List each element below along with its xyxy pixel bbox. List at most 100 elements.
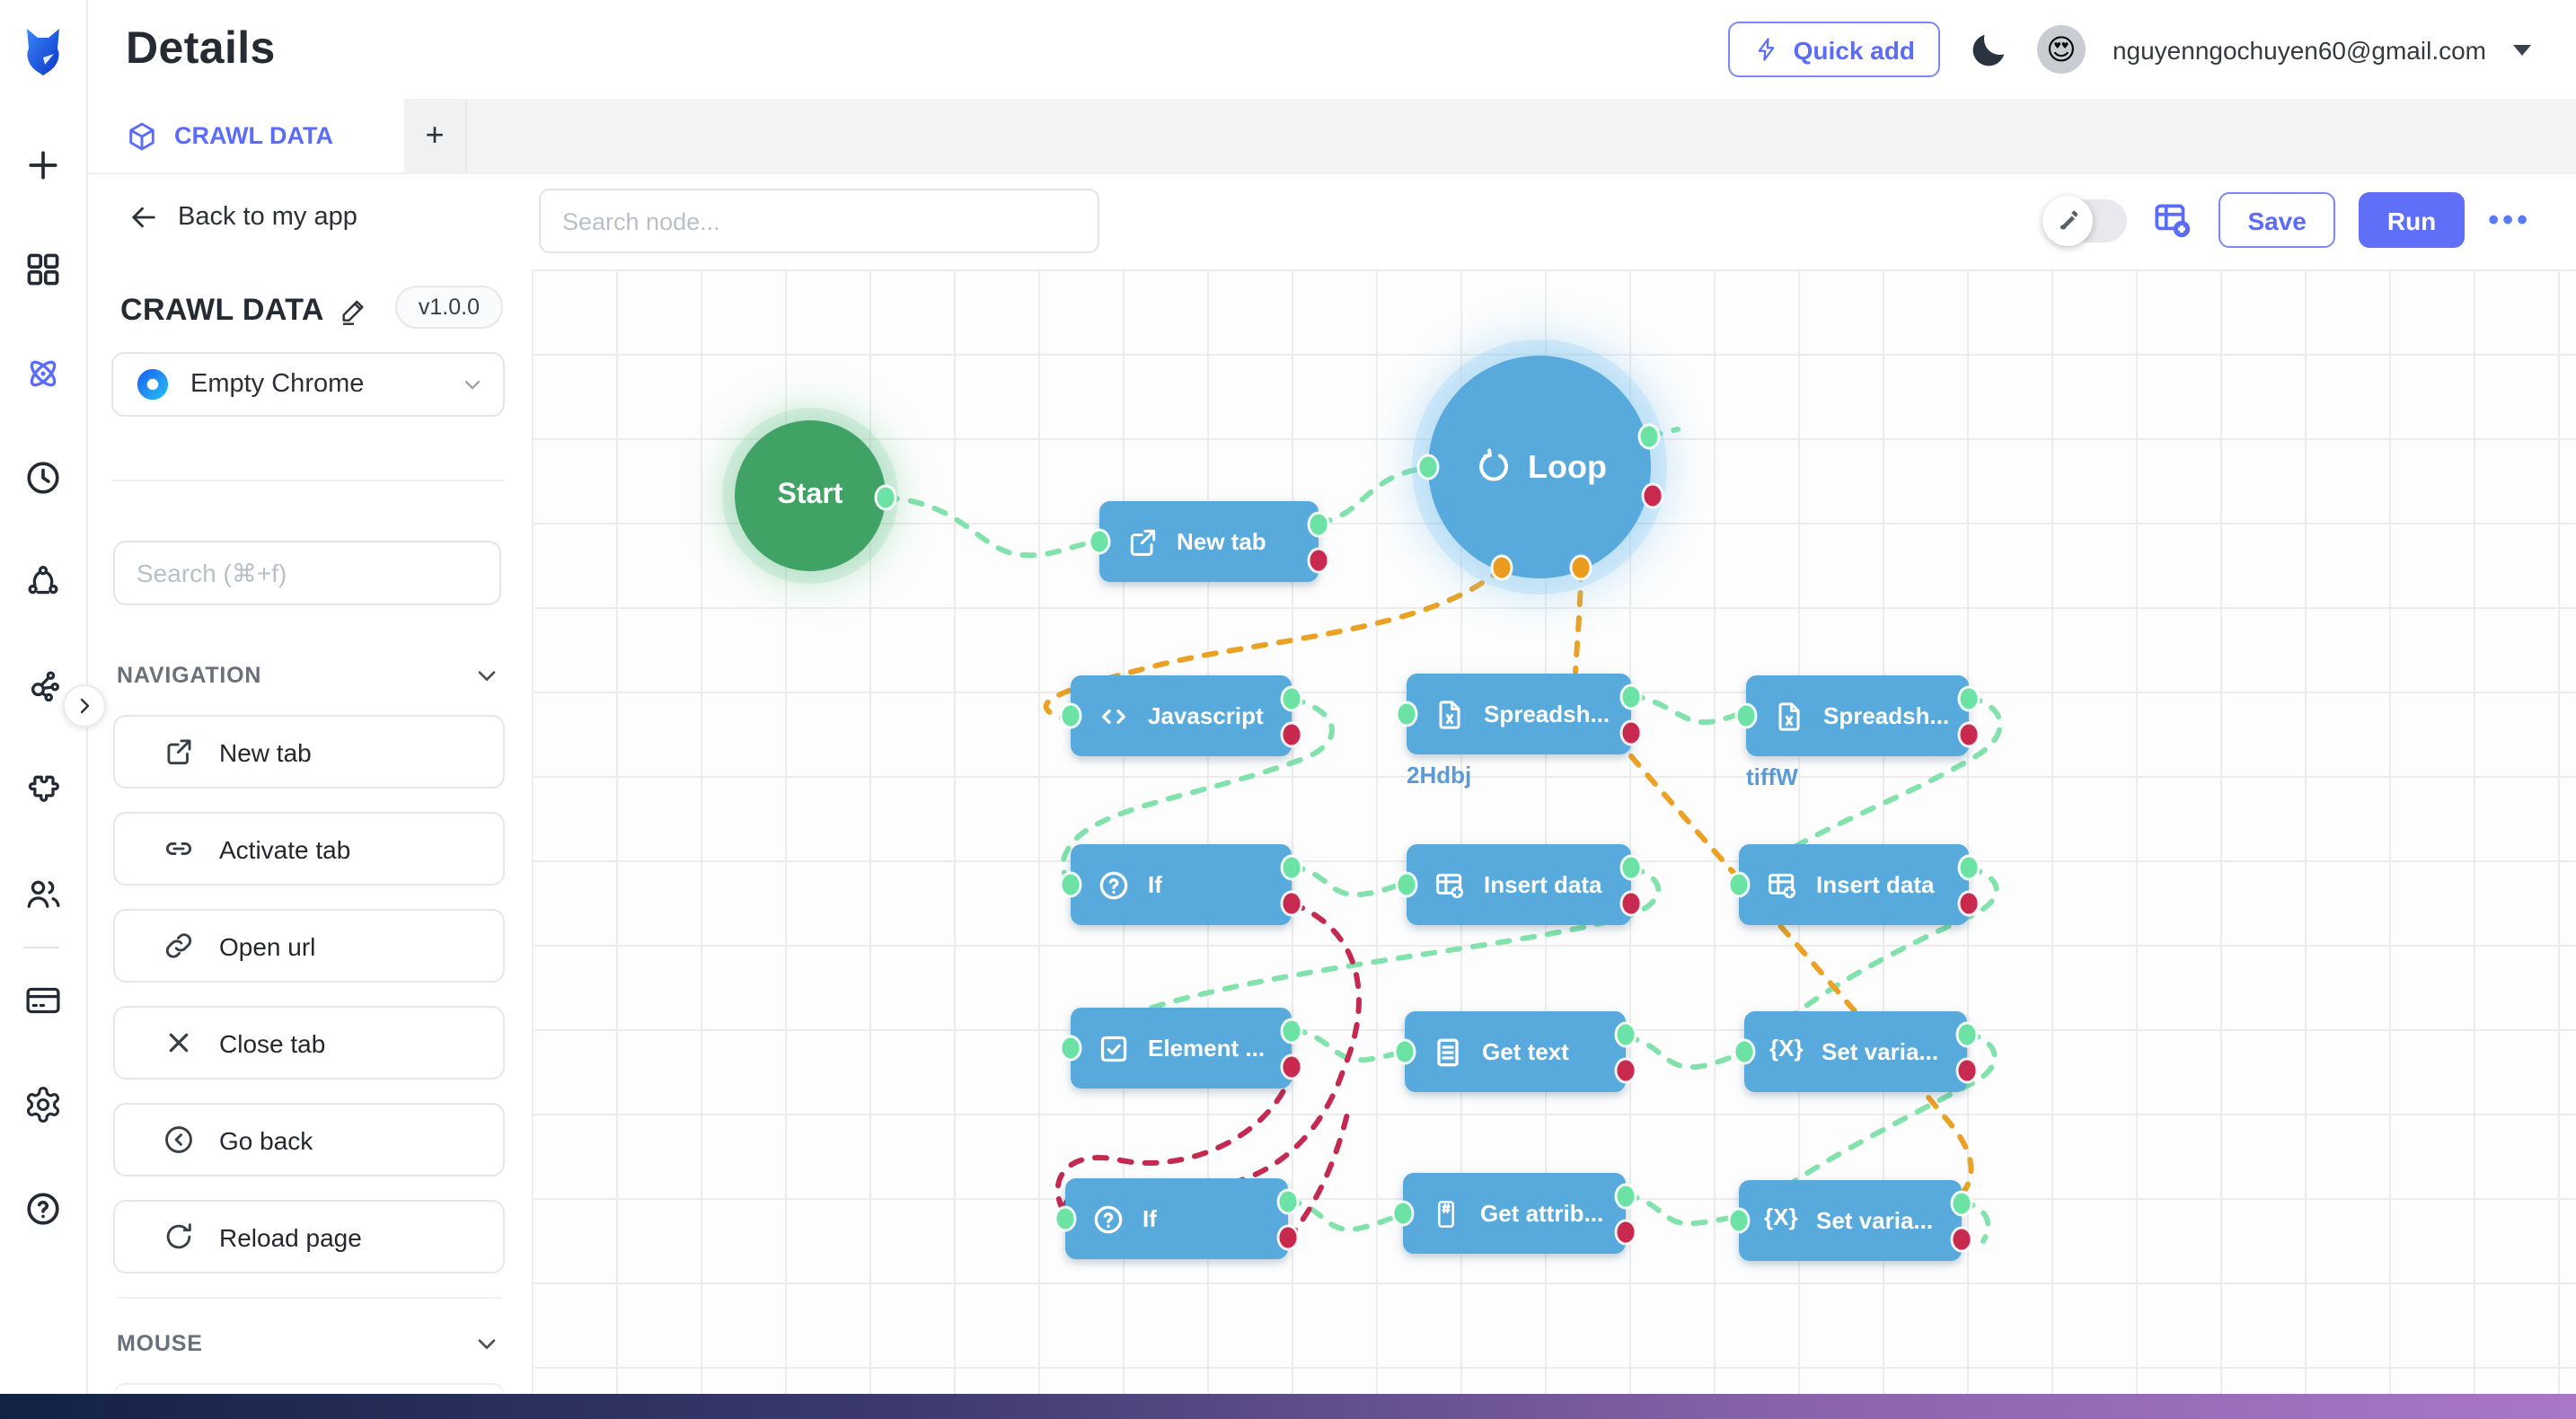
quick-add-button[interactable]: Quick add [1728, 22, 1940, 77]
green-connection[interactable] [1289, 863, 1406, 898]
account-email[interactable]: nguyenngochuyen60@gmail.com [2112, 35, 2486, 64]
loop-icon [1472, 447, 1512, 487]
workflow-node-gettext[interactable]: Get text [1405, 1011, 1626, 1092]
workflow-node-setvar1[interactable]: {X}Set varia... [1744, 1011, 1967, 1092]
orange-connection[interactable] [1573, 565, 1584, 674]
node-library-item-close-tab[interactable]: Close tab [113, 1006, 505, 1080]
node-library-item-open-url[interactable]: Open url [113, 909, 505, 983]
style-toggle[interactable] [2042, 195, 2128, 245]
users-icon[interactable] [23, 875, 63, 914]
workflow-node-if1[interactable]: If [1071, 844, 1292, 925]
table-add-icon[interactable] [2150, 198, 2195, 242]
node-library-item-reload-page[interactable]: Reload page [113, 1200, 505, 1274]
chrome-icon [135, 366, 171, 402]
bolt-icon [1754, 36, 1781, 63]
green-connection[interactable] [1628, 692, 1747, 726]
green-connection[interactable] [1285, 1197, 1402, 1232]
workflow-node-sheet2[interactable]: Spreadsh... [1746, 675, 1969, 756]
version-badge: v1.0.0 [394, 286, 503, 329]
back-link[interactable]: Back to my app [128, 201, 357, 234]
chevron-down-icon[interactable] [472, 661, 501, 690]
node-label: Loop [1528, 448, 1607, 484]
file-x-icon [1771, 698, 1807, 734]
node-library-item-label: Reload page [219, 1222, 362, 1251]
workflow-node-loop[interactable]: Loop [1428, 356, 1651, 578]
workflow-node-sheet1[interactable]: Spreadsh... [1407, 674, 1631, 754]
gear-icon[interactable] [23, 1085, 63, 1124]
hash-icon [1428, 1195, 1464, 1231]
tab-crawl-data[interactable]: CRAWL DATA [86, 99, 404, 172]
search-node-input[interactable] [539, 189, 1099, 253]
workflow-icon[interactable] [23, 354, 63, 393]
clock-icon[interactable] [23, 458, 63, 498]
nodes-icon[interactable] [23, 562, 63, 602]
divider [111, 480, 505, 481]
node-label: Set varia... [1822, 1038, 1939, 1065]
node-library-item-activate-tab[interactable]: Activate tab [113, 812, 505, 886]
node-label: If [1148, 871, 1162, 898]
red-connection[interactable] [1285, 1104, 1352, 1242]
run-button[interactable]: Run [2358, 192, 2466, 248]
edit-title-icon[interactable] [340, 296, 369, 325]
green-connection[interactable] [1623, 1034, 1743, 1071]
new-tab-icon [162, 735, 196, 769]
workflow-node-if2[interactable]: If [1065, 1178, 1288, 1259]
orange-connection[interactable] [1628, 754, 1974, 1206]
new-tab-icon [1125, 524, 1160, 560]
green-connection[interactable] [883, 495, 1095, 559]
workflow-node-setvar2[interactable]: {X}Set varia... [1739, 1180, 1962, 1261]
panel-search-input[interactable] [113, 541, 501, 605]
node-label: New tab [1177, 528, 1266, 555]
card-icon[interactable] [23, 981, 63, 1020]
code-icon [1096, 698, 1132, 734]
app-logo[interactable] [14, 23, 72, 81]
dashboard-icon[interactable] [23, 250, 63, 289]
workflow-node-newtab[interactable]: New tab [1099, 501, 1319, 582]
node-label: Insert data [1816, 871, 1935, 898]
brush-icon [2042, 195, 2094, 245]
workflow-node-js[interactable]: Javascript [1071, 675, 1292, 756]
workflow-node-insert2[interactable]: Insert data [1739, 844, 1969, 925]
workflow-node-element[interactable]: Element ... [1071, 1008, 1292, 1088]
green-connection[interactable] [1316, 466, 1424, 525]
hub-icon[interactable] [23, 666, 63, 706]
node-label: Javascript [1148, 702, 1264, 729]
close-icon [162, 1026, 196, 1060]
save-button[interactable]: Save [2219, 192, 2335, 248]
chevron-down-icon[interactable] [472, 1329, 501, 1358]
node-library-item-go-back[interactable]: Go back [113, 1103, 505, 1177]
help-icon[interactable] [23, 1189, 63, 1229]
go-back-icon [162, 1123, 196, 1157]
green-connection[interactable] [1623, 1192, 1738, 1227]
account-caret-icon[interactable] [2513, 44, 2531, 55]
browser-label: Empty Chrome [190, 370, 365, 399]
workflow-title: CRAWL DATA [120, 293, 324, 327]
green-connection[interactable] [1959, 1199, 1991, 1244]
workflow-node-getattr[interactable]: Get attrib... [1403, 1173, 1626, 1254]
node-library-item-new-tab[interactable]: New tab [113, 715, 505, 789]
rail-divider [23, 947, 59, 948]
node-label: Spreadsh... [1823, 702, 1950, 729]
file-x-icon [1432, 696, 1468, 732]
moon-icon[interactable] [1967, 28, 2010, 71]
avatar[interactable]: 😍 [2036, 25, 2086, 74]
node-library-panel: CRAWL DATA v1.0.0 Empty Chrome NAVIGATIO… [86, 269, 534, 1419]
node-library-item-label: New tab [219, 737, 312, 766]
node-sub-label: tiffW [1746, 763, 1798, 790]
more-menu-button[interactable]: ••• [2488, 203, 2531, 237]
node-label: Element ... [1148, 1035, 1266, 1062]
green-connection[interactable] [1646, 427, 1681, 439]
panel-expand-button[interactable] [63, 684, 106, 727]
workflow-node-start[interactable]: Start [735, 420, 886, 571]
braces-icon: {X} [1764, 1203, 1798, 1230]
node-label: Spreadsh... [1484, 701, 1610, 727]
node-library-item-label: Go back [219, 1125, 313, 1154]
workflow-node-insert1[interactable]: Insert data [1407, 844, 1631, 925]
add-tab-button[interactable]: + [404, 99, 467, 172]
header: Details Quick add 😍 nguyenngochuyen60@gm… [86, 0, 2576, 99]
plus-icon[interactable] [23, 145, 63, 185]
green-connection[interactable] [1291, 1027, 1404, 1063]
puzzle-icon[interactable] [23, 771, 63, 810]
browser-select[interactable]: Empty Chrome [111, 352, 505, 417]
